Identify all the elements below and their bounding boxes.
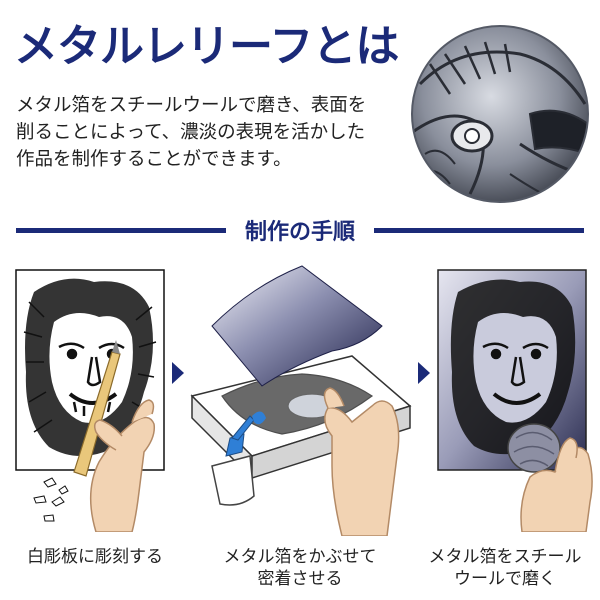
description-line: 削ることによって、濃淡の表現を活かした bbox=[16, 122, 366, 143]
description-line: 作品を制作することができます。 bbox=[16, 149, 292, 170]
description: メタル箔をスチールウールで磨き、表面を 削ることによって、濃淡の表現を活かした … bbox=[16, 92, 416, 173]
section-title: 制作の手順 bbox=[244, 220, 355, 245]
caption-line: 白彫板に彫刻する bbox=[27, 547, 163, 567]
caption-line: 密着させる bbox=[257, 569, 343, 589]
description-line: メタル箔をスチールウールで磨き、表面を bbox=[16, 95, 367, 116]
section-rule-right bbox=[374, 228, 584, 233]
step-caption: 白彫板に彫刻する bbox=[0, 546, 190, 568]
caption-line: ウールで磨く bbox=[454, 569, 556, 589]
caption-line: メタル箔をかぶせて bbox=[223, 547, 377, 567]
step-caption: メタル箔をかぶせて 密着させる bbox=[200, 546, 400, 590]
section-header: 制作の手順 bbox=[0, 210, 600, 250]
glue-bottle bbox=[211, 411, 266, 506]
section-rule-left bbox=[16, 228, 226, 233]
polished-metal-lion bbox=[437, 269, 593, 532]
step-caption: メタル箔をスチール ウールで磨く bbox=[410, 546, 600, 590]
lion-carving-board bbox=[15, 269, 165, 532]
arrow-right-icon bbox=[172, 362, 184, 384]
eagle-relief-medallion bbox=[411, 25, 589, 203]
metal-foil-application bbox=[190, 265, 412, 536]
metal-foil-sheet bbox=[211, 265, 383, 387]
steel-wool-pad bbox=[507, 423, 561, 473]
caption-line: メタル箔をスチール bbox=[428, 547, 582, 567]
arrow-right-icon bbox=[418, 362, 430, 384]
page-title: メタルレリーフとは bbox=[14, 21, 399, 72]
